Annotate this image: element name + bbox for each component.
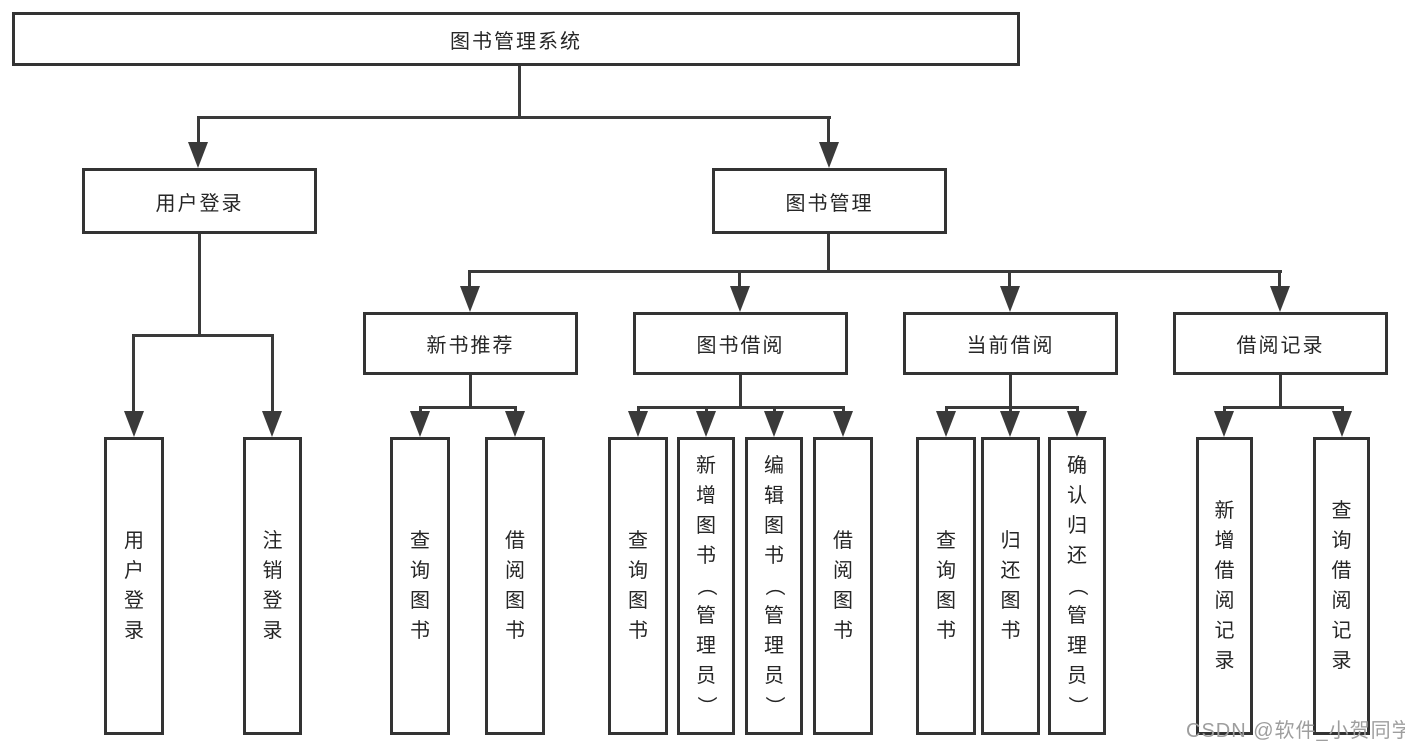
connector-leaf-drop <box>514 406 517 414</box>
leaf-logout: 注销登录 <box>243 437 302 735</box>
node-book-borrow: 图书借阅 <box>633 312 848 375</box>
arrowhead-down-icon <box>188 142 208 168</box>
node-new-book-recommend: 新书推荐 <box>363 312 578 375</box>
leaf-add-books-admin: 新增图书（管理员） <box>677 437 735 735</box>
connector-section-stem <box>739 375 742 408</box>
connector-leaf-drop <box>1223 406 1226 414</box>
connector-section-drop <box>468 270 471 290</box>
connector-leaf-drop <box>132 334 135 414</box>
connector-leaf-drop <box>419 406 422 414</box>
connector-leaf-drop <box>705 406 708 414</box>
arrowhead-down-icon <box>410 411 430 437</box>
connector-leaf-drop <box>842 406 845 414</box>
arrowhead-down-icon <box>262 411 282 437</box>
arrowhead-down-icon <box>764 411 784 437</box>
leaf-query-books-recommend: 查询图书 <box>390 437 450 735</box>
node-borrow-records: 借阅记录 <box>1173 312 1388 375</box>
leaf-query-books-borrow: 查询图书 <box>608 437 668 735</box>
leaf-edit-books-admin: 编辑图书（管理员） <box>745 437 803 735</box>
connector-root-stem <box>518 66 521 118</box>
leaf-user-login: 用户登录 <box>104 437 164 735</box>
arrowhead-down-icon <box>819 142 839 168</box>
connector-section-stem <box>1009 375 1012 408</box>
leaf-confirm-return-admin: 确认归还（管理员） <box>1048 437 1106 735</box>
leaf-borrow-books-recommend: 借阅图书 <box>485 437 545 735</box>
connector-book-mgmt-bar <box>469 270 1282 273</box>
root-node-library-system: 图书管理系统 <box>12 12 1020 66</box>
leaf-borrow-books: 借阅图书 <box>813 437 873 735</box>
connector-leaf-drop <box>945 406 948 414</box>
arrowhead-down-icon <box>628 411 648 437</box>
arrowhead-down-icon <box>696 411 716 437</box>
arrowhead-down-icon <box>1270 286 1290 312</box>
connector-leaf-drop <box>1009 406 1012 414</box>
node-user-login-label: 用户登录 <box>155 192 244 215</box>
node-user-login: 用户登录 <box>82 168 317 234</box>
arrowhead-down-icon <box>1332 411 1352 437</box>
arrowhead-down-icon <box>1067 411 1087 437</box>
root-node-label: 图书管理系统 <box>450 30 582 53</box>
connector-section-drop <box>738 270 741 290</box>
connector-section-stem <box>1279 375 1282 408</box>
connector-leaf-bar <box>1223 406 1342 409</box>
leaf-query-borrow-record: 查询借阅记录 <box>1313 437 1370 735</box>
node-current-borrow-label: 当前借阅 <box>966 335 1055 357</box>
leaf-query-books-current: 查询图书 <box>916 437 976 735</box>
connector-leaf-drop <box>271 334 274 414</box>
connector-user-login-drop <box>197 116 200 146</box>
node-book-management: 图书管理 <box>712 168 947 234</box>
arrowhead-down-icon <box>460 286 480 312</box>
arrowhead-down-icon <box>1000 411 1020 437</box>
connector-user-login-bar <box>132 334 273 337</box>
connector-leaf-drop <box>1341 406 1344 414</box>
arrowhead-down-icon <box>833 411 853 437</box>
connector-leaf-drop <box>1076 406 1079 414</box>
leaf-return-books: 归还图书 <box>981 437 1040 735</box>
connector-leaf-bar <box>637 406 844 409</box>
connector-leaf-bar <box>419 406 516 409</box>
connector-section-drop <box>1008 270 1011 290</box>
connector-leaf-drop <box>773 406 776 414</box>
arrowhead-down-icon <box>1214 411 1234 437</box>
connector-section-drop <box>1278 270 1281 290</box>
connector-user-login-stem <box>198 234 201 336</box>
node-book-borrow-label: 图书借阅 <box>696 335 785 357</box>
node-new-book-recommend-label: 新书推荐 <box>426 335 515 357</box>
arrowhead-down-icon <box>124 411 144 437</box>
node-borrow-records-label: 借阅记录 <box>1236 335 1325 357</box>
arrowhead-down-icon <box>1000 286 1020 312</box>
connector-section-stem <box>469 375 472 408</box>
connector-book-mgmt-drop <box>827 116 830 146</box>
connector-root-bar <box>197 116 831 119</box>
arrowhead-down-icon <box>505 411 525 437</box>
node-current-borrow: 当前借阅 <box>903 312 1118 375</box>
leaf-add-borrow-record: 新增借阅记录 <box>1196 437 1253 735</box>
connector-leaf-drop <box>637 406 640 414</box>
connector-book-mgmt-stem <box>827 234 830 272</box>
arrowhead-down-icon <box>730 286 750 312</box>
arrowhead-down-icon <box>936 411 956 437</box>
node-book-management-label: 图书管理 <box>785 192 874 215</box>
csdn-watermark: CSDN @软件_小贺同学 <box>1186 720 1405 742</box>
